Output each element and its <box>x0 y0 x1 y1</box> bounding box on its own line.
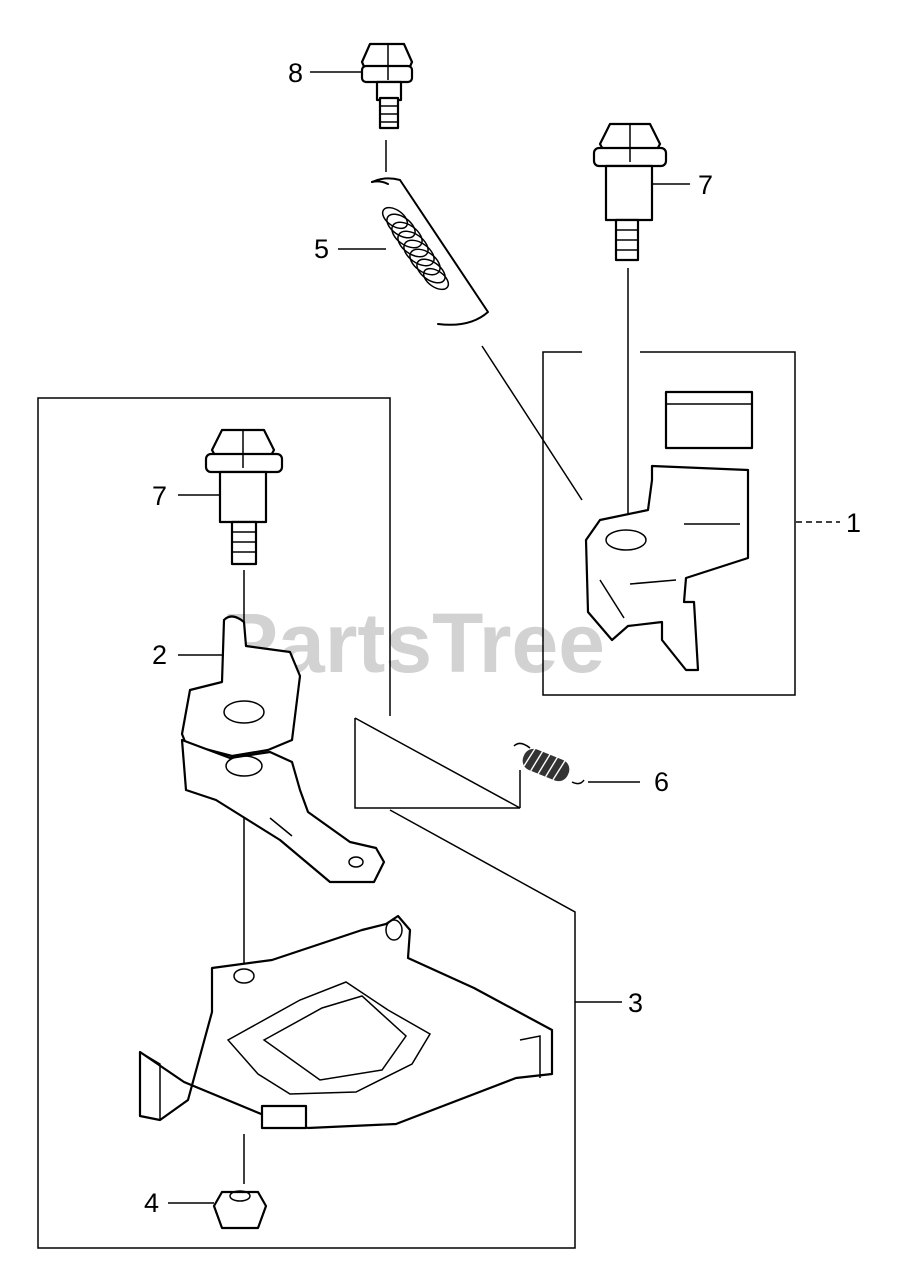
base-bracket-part-3 <box>138 914 554 1130</box>
callout-3: 3 <box>628 988 643 1018</box>
spring-part-5 <box>371 177 489 326</box>
callout-5: 5 <box>314 234 329 264</box>
flange-nut-part-4 <box>212 1190 268 1230</box>
shoulder-bolt-part-7-upper <box>592 122 668 262</box>
left-assembly-frame <box>37 397 576 1249</box>
callout-2: 2 <box>152 640 167 670</box>
spring-six-link-frame <box>354 717 521 809</box>
small-spring-part-6 <box>513 742 585 785</box>
callout-4: 4 <box>144 1188 159 1218</box>
callout-6: 6 <box>654 767 669 797</box>
flange-bolt-part-8 <box>360 42 414 130</box>
callout-7-lower: 7 <box>152 481 167 511</box>
callout-1: 1 <box>846 508 861 538</box>
leader-lines <box>168 71 840 1204</box>
callout-7-upper: 7 <box>698 170 713 200</box>
right-assembly-frame <box>542 351 796 696</box>
lever-assembly-part-1 <box>584 390 754 672</box>
shoulder-bolt-part-7-lower <box>204 428 284 566</box>
governor-lever-part-2 <box>180 615 386 884</box>
callout-8: 8 <box>288 58 303 88</box>
